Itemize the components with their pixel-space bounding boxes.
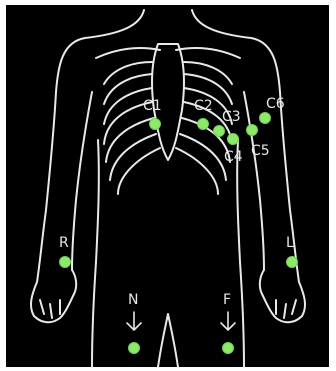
electrode-c3 <box>214 126 225 137</box>
electrode-r <box>60 257 71 268</box>
label-c5: C5 <box>251 143 270 159</box>
electrode-n <box>129 343 140 354</box>
electrode-f <box>223 343 234 354</box>
label-c6: C6 <box>266 96 285 112</box>
label-c2: C2 <box>194 98 213 114</box>
black-background <box>6 5 329 367</box>
label-c1: C1 <box>143 98 162 114</box>
electrode-c5 <box>247 125 258 136</box>
electrode-c1 <box>150 119 161 130</box>
electrode-c6 <box>260 113 271 124</box>
electrode-c4 <box>228 134 239 145</box>
label-f: F <box>223 292 231 308</box>
electrode-c2 <box>198 119 209 130</box>
label-n: N <box>128 292 138 308</box>
label-c4: C4 <box>224 149 243 165</box>
electrode-l <box>287 257 298 268</box>
label-l: L <box>286 235 294 251</box>
label-r: R <box>59 235 69 251</box>
label-c3: C3 <box>222 109 241 125</box>
